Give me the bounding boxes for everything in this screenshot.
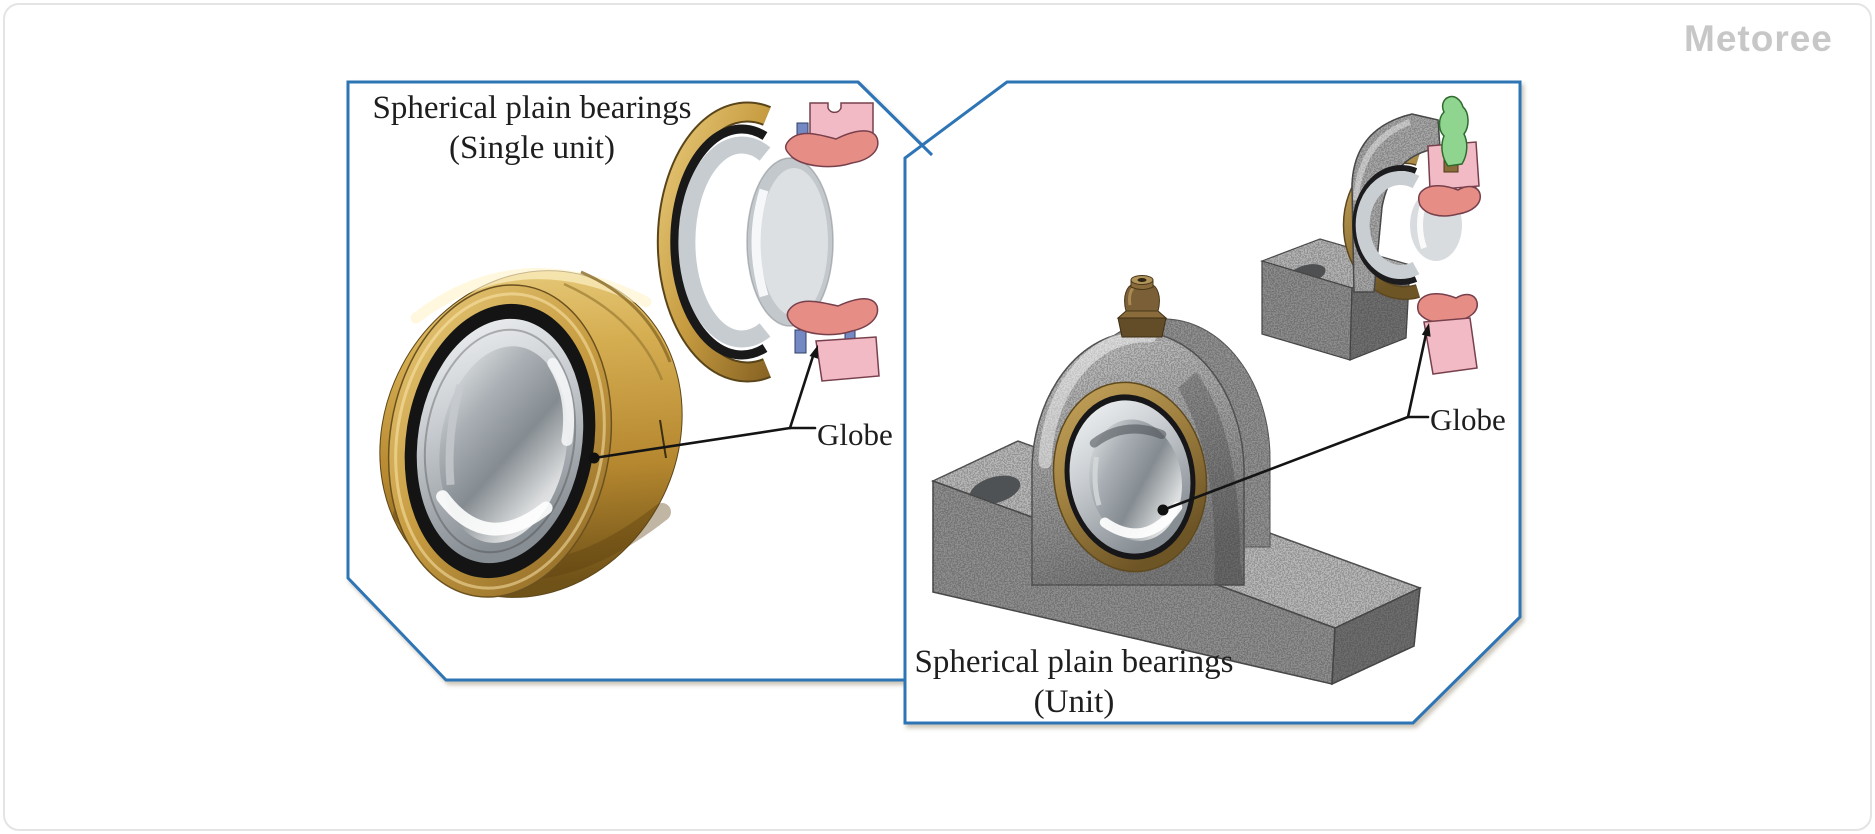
- inner-ring-section-salmon: [784, 130, 879, 168]
- left-panel-frame-diagonal: [856, 80, 934, 157]
- left-panel-title: Spherical plain bearings (Single unit): [346, 88, 718, 168]
- right-annotation-leader: [1161, 332, 1430, 512]
- bearing-bore: [439, 346, 568, 543]
- right-globe-annotation: Globe: [1430, 402, 1506, 437]
- right-annotation-dot: [1157, 504, 1169, 516]
- pillow-block-cross-section-icon: [1260, 95, 1481, 375]
- right-panel-title: Spherical plain bearings (Unit): [890, 642, 1258, 722]
- left-annotation-dot: [588, 452, 600, 464]
- left-globe-annotation: Globe: [817, 417, 893, 452]
- mounting-hole: [969, 475, 1021, 505]
- outer-ring-section-pink: [809, 102, 874, 140]
- left-annotation-leader: [592, 351, 817, 460]
- right-arrowhead: [1421, 323, 1431, 337]
- metoree-logo: Metoree: [1684, 18, 1833, 59]
- left-panel-title-line2: (Single unit): [449, 130, 615, 166]
- grease-fitting-icon: [1116, 275, 1168, 338]
- left-arrowhead: [809, 345, 819, 359]
- right-panel-title-line1: Spherical plain bearings: [914, 644, 1234, 680]
- right-panel-title-line2: (Unit): [1033, 684, 1115, 720]
- left-panel-title-line1: Spherical plain bearings: [372, 90, 692, 126]
- grease-fitting-section-green: [1438, 95, 1469, 167]
- spherical-plain-bearing-3d-icon: [379, 268, 683, 598]
- bearing-cross-section-icon: [656, 101, 880, 383]
